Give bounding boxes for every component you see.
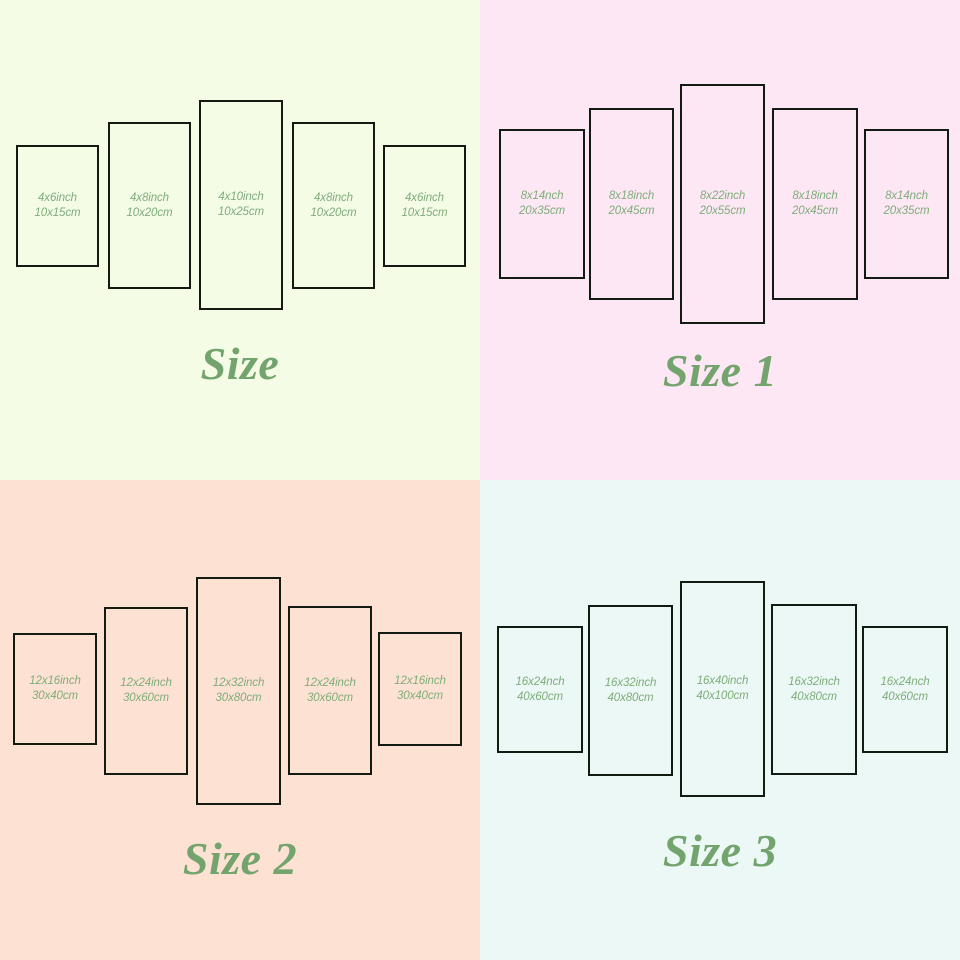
quadrant-title-size: Size <box>200 338 280 389</box>
panel-size-label: 8x22inch 20x55cm <box>700 189 746 219</box>
panel-size-label: 16x24nch 40x60cm <box>515 675 564 705</box>
canvas-panel[interactable]: 12x24inch 30x60cm <box>288 606 372 775</box>
panel-size-label: 8x18inch 20x45cm <box>609 189 655 219</box>
panel-size-centimeters: 20x35cm <box>883 205 930 217</box>
quadrant-size-2: 12x16inch 30x40cm 12x24inch 30x60cm 12x32inc… <box>0 480 480 960</box>
panel-size-inches: 16x32inch <box>604 676 657 689</box>
panel-size-centimeters: 20x45cm <box>792 205 838 217</box>
canvas-panel[interactable]: 16x24nch 40x60cm <box>862 626 948 753</box>
panel-size-centimeters: 10x20cm <box>126 206 173 219</box>
panel-size-inches: 16x32inch <box>788 675 840 688</box>
panel-size-centimeters: 20x35cm <box>519 205 565 217</box>
panel-size-inches: 4x8inch <box>130 191 169 204</box>
canvas-panel[interactable]: 16x32inch 40x80cm <box>588 605 673 776</box>
canvas-panel[interactable]: 4x10inch 10x25cm <box>199 100 283 310</box>
quadrant-title-size-2: Size 2 <box>182 833 298 884</box>
quadrant-size-3: 16x24nch 40x60cm 16x32inch 40x80cm 16x40inch… <box>480 480 960 960</box>
panel-size-label: 12x24inch 30x60cm <box>120 676 172 706</box>
panel-group-size-3: 16x24nch 40x60cm 16x32inch 40x80cm 16x40inch… <box>480 480 960 960</box>
panel-size-label: 8x18inch 20x45cm <box>792 189 838 219</box>
panel-size-label: 16x32inch 40x80cm <box>788 675 840 705</box>
canvas-panel[interactable]: 12x16inch 30x40cm <box>378 632 462 746</box>
panel-size-inches: 4x6inch <box>405 192 444 204</box>
panel-size-centimeters: 30x60cm <box>123 692 169 704</box>
panel-size-inches: 8x18inch <box>792 190 838 202</box>
canvas-panel[interactable]: 8x14nch 20x35cm <box>864 129 949 279</box>
panel-size-label: 4x6inch 10x15cm <box>402 191 448 221</box>
panel-group-size: 4x6inch 10x15cm 4x8inch 10x20cm 4x10inch 10x2… <box>0 0 480 480</box>
panel-size-centimeters: 30x40cm <box>397 690 443 702</box>
canvas-panel[interactable]: 12x24inch 30x60cm <box>104 607 188 775</box>
panel-size-label: 4x10inch 10x25cm <box>218 190 264 220</box>
canvas-panel[interactable]: 16x24nch 40x60cm <box>497 626 583 753</box>
panel-size-inches: 4x10inch <box>218 191 264 203</box>
panel-size-centimeters: 10x15cm <box>34 207 81 219</box>
quadrant-size: 4x6inch 10x15cm 4x8inch 10x20cm 4x10inch 10x2… <box>0 0 480 480</box>
panel-size-centimeters: 40x100cm <box>696 690 749 702</box>
panel-size-label: 4x6inch 10x15cm <box>35 191 81 221</box>
canvas-panel[interactable]: 4x8inch 10x20cm <box>108 122 191 289</box>
panel-size-inches: 16x24nch <box>880 675 930 688</box>
panel-size-label: 4x8inch 10x20cm <box>311 191 357 221</box>
canvas-panel[interactable]: 8x14nch 20x35cm <box>499 129 585 279</box>
panel-size-inches: 8x14nch <box>885 190 928 202</box>
panel-size-centimeters: 40x60cm <box>517 690 563 703</box>
panel-size-centimeters: 10x20cm <box>310 206 357 219</box>
panel-group-size-1: 8x14nch 20x35cm 8x18inch 20x45cm 8x22inch 20x… <box>480 0 960 480</box>
panel-size-inches: 4x8inch <box>314 191 353 204</box>
panel-size-centimeters: 10x15cm <box>401 207 448 219</box>
canvas-panel[interactable]: 16x40inch 40x100cm <box>680 581 765 797</box>
panel-size-centimeters: 20x55cm <box>699 205 746 217</box>
panel-size-centimeters: 30x60cm <box>307 691 353 704</box>
canvas-panel[interactable]: 8x18inch 20x45cm <box>772 108 858 300</box>
panel-size-inches: 12x24inch <box>120 677 172 689</box>
panel-size-label: 4x8inch 10x20cm <box>127 191 173 221</box>
panel-size-centimeters: 40x80cm <box>791 690 837 703</box>
quadrant-title-size-3: Size 3 <box>662 825 778 876</box>
panel-size-inches: 8x14nch <box>520 190 564 202</box>
panel-size-inches: 12x16inch <box>29 675 81 687</box>
panel-size-inches: 8x18inch <box>608 190 655 202</box>
panel-size-label: 12x32inch 30x80cm <box>213 676 265 706</box>
canvas-panel[interactable]: 8x18inch 20x45cm <box>589 108 674 300</box>
panel-size-label: 8x14nch 20x35cm <box>884 189 930 219</box>
panel-group-size-2: 12x16inch 30x40cm 12x24inch 30x60cm 12x32inc… <box>0 480 480 960</box>
panel-size-label: 8x14nch 20x35cm <box>519 189 565 219</box>
quadrant-title-size-1: Size 1 <box>662 345 778 396</box>
panel-size-inches: 4x6inch <box>38 192 77 204</box>
panel-size-label: 12x16inch 30x40cm <box>29 674 81 704</box>
panel-size-label: 16x40inch 40x100cm <box>696 674 748 704</box>
panel-size-centimeters: 20x45cm <box>608 205 655 217</box>
canvas-panel[interactable]: 8x22inch 20x55cm <box>680 84 765 324</box>
panel-size-label: 12x24inch 30x60cm <box>304 676 356 706</box>
panel-size-centimeters: 40x80cm <box>607 691 654 704</box>
panel-size-label: 16x32inch 40x80cm <box>605 676 657 706</box>
panel-size-inches: 16x24nch <box>515 675 565 688</box>
panel-size-inches: 12x16inch <box>394 675 446 687</box>
panel-size-inches: 8x22inch <box>699 190 746 202</box>
panel-size-inches: 12x32inch <box>212 677 265 689</box>
canvas-panel[interactable]: 12x32inch 30x80cm <box>196 577 281 805</box>
panel-size-inches: 16x40inch <box>696 675 749 687</box>
quadrant-size-1: 8x14nch 20x35cm 8x18inch 20x45cm 8x22inch 20x… <box>480 0 960 480</box>
canvas-panel[interactable]: 4x6inch 10x15cm <box>383 145 466 267</box>
panel-size-label: 16x24nch 40x60cm <box>880 675 929 705</box>
canvas-panel[interactable]: 4x6inch 10x15cm <box>16 145 99 267</box>
panel-size-centimeters: 10x25cm <box>218 206 264 218</box>
panel-size-centimeters: 30x40cm <box>32 690 78 702</box>
canvas-panel[interactable]: 12x16inch 30x40cm <box>13 633 97 745</box>
canvas-panel[interactable]: 4x8inch 10x20cm <box>292 122 375 289</box>
panel-size-label: 12x16inch 30x40cm <box>394 674 446 704</box>
canvas-panel[interactable]: 16x32inch 40x80cm <box>771 604 857 775</box>
panel-size-centimeters: 40x60cm <box>882 690 928 703</box>
panel-size-centimeters: 30x80cm <box>215 692 262 704</box>
panel-size-inches: 12x24inch <box>304 676 356 689</box>
